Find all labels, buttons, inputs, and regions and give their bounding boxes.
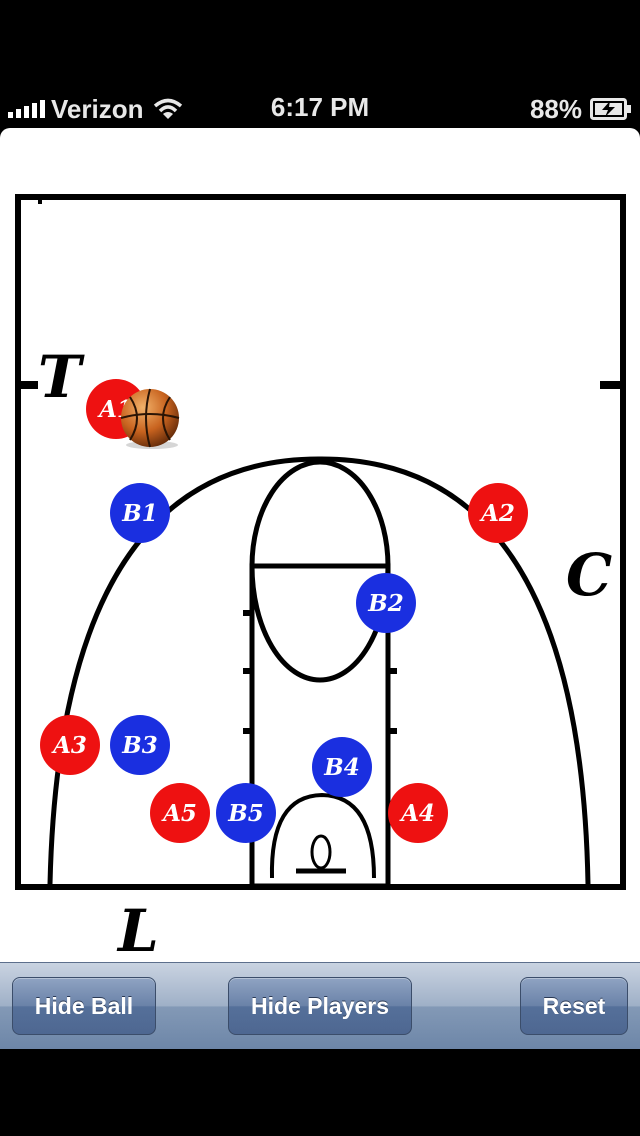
battery-percent: 88% <box>529 93 582 124</box>
three-point-arc <box>47 456 591 885</box>
carrier-name: Verizon <box>51 93 144 124</box>
basketball-court <box>15 194 626 890</box>
carrier-group: Verizon <box>8 94 183 124</box>
wifi-icon <box>154 98 183 119</box>
status-bar: Verizon 6:17 PM 88% <box>0 88 640 128</box>
label-t: T <box>38 343 82 411</box>
signal-strength-icon <box>8 100 45 118</box>
player-a2[interactable]: A2 <box>468 483 528 543</box>
player-b1[interactable]: B1 <box>110 483 170 543</box>
hide-players-button[interactable]: Hide Players <box>228 977 412 1035</box>
player-a4[interactable]: A4 <box>388 783 448 843</box>
reset-button[interactable]: Reset <box>520 977 628 1035</box>
label-c: C <box>566 541 613 609</box>
free-throw-circle-top <box>249 459 391 567</box>
battery-group: 88% <box>530 94 632 124</box>
hide-ball-button[interactable]: Hide Ball <box>12 977 156 1035</box>
player-a5[interactable]: A5 <box>150 783 210 843</box>
player-a3[interactable]: A3 <box>40 715 100 775</box>
bottom-toolbar: Hide Ball Hide Players Reset <box>0 962 640 1049</box>
restricted-area-arc <box>269 792 376 879</box>
battery-charging-icon <box>590 98 631 120</box>
player-b5[interactable]: B5 <box>216 783 276 843</box>
clock: 6:17 PM <box>270 92 370 122</box>
court-view: T C L A1 A2 A3 A4 A5 B1 B2 B3 B4 B5 <box>0 128 640 962</box>
player-b3[interactable]: B3 <box>110 715 170 775</box>
hoop <box>310 834 332 870</box>
player-b2[interactable]: B2 <box>356 573 416 633</box>
player-b4[interactable]: B4 <box>312 737 372 797</box>
label-l: L <box>118 897 159 965</box>
basketball-icon[interactable] <box>118 388 182 452</box>
